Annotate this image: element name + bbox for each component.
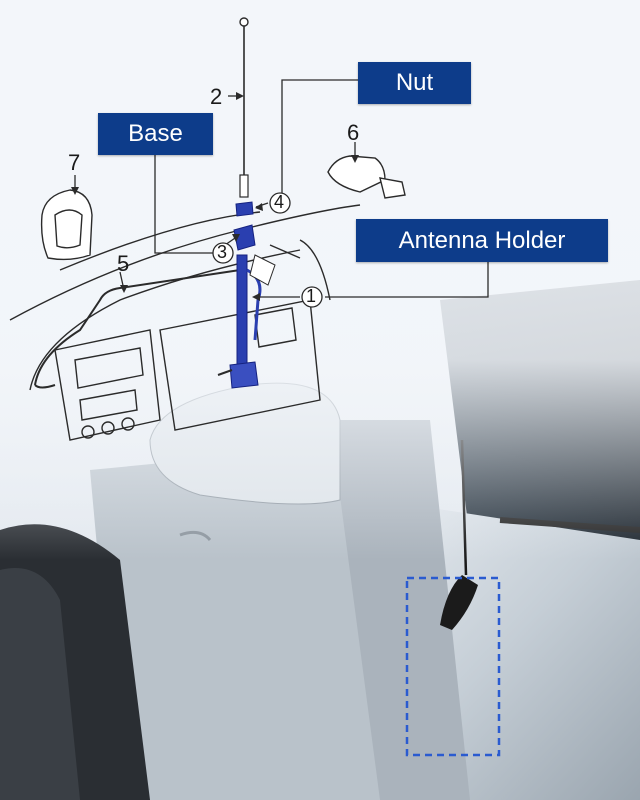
label-nut: Nut — [358, 62, 471, 104]
callout-5: 5 — [117, 253, 129, 275]
callout-3: 3 — [217, 243, 227, 261]
callout-2: 2 — [210, 86, 222, 108]
label-base: Base — [98, 113, 213, 155]
holder-bracket — [230, 362, 258, 388]
nut-part — [236, 202, 253, 216]
speaker-part — [42, 190, 92, 259]
callout-6: 6 — [347, 122, 359, 144]
holder-shaft — [237, 255, 247, 375]
callout-1: 1 — [306, 287, 316, 305]
callout-4: 4 — [274, 193, 284, 211]
label-antenna-holder: Antenna Holder — [356, 219, 608, 262]
callout-7: 7 — [68, 152, 80, 174]
